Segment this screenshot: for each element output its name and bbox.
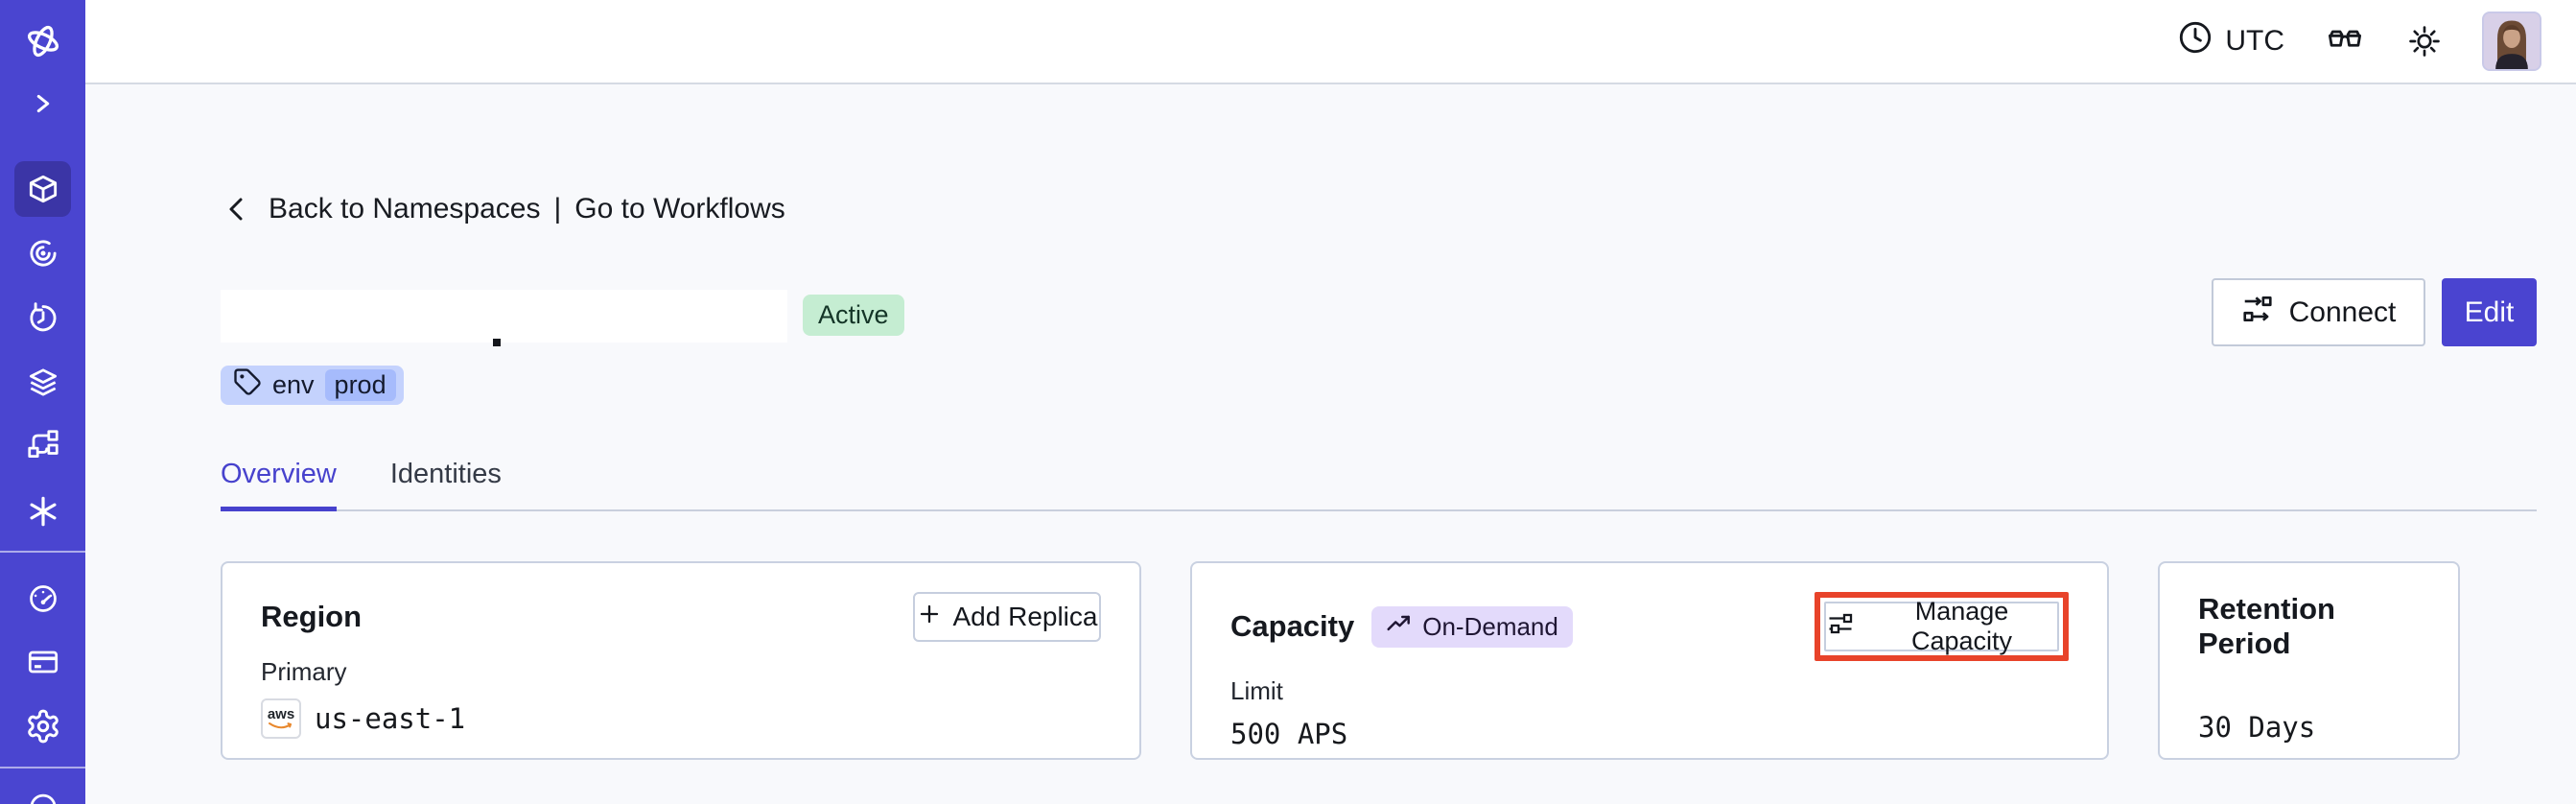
tabs: Overview Identities <box>221 459 2537 511</box>
namespace-name-redacted <box>221 290 787 346</box>
tag-icon <box>233 367 262 403</box>
top-bar: UTC <box>85 0 2576 84</box>
retention-card: Retention Period 30 Days <box>2158 561 2460 760</box>
sidebar <box>0 0 85 804</box>
capacity-card: Capacity On-Demand <box>1190 561 2109 760</box>
aws-provider-icon: aws <box>261 698 301 739</box>
breadcrumb-separator: | <box>553 193 562 225</box>
sidebar-item-namespaces[interactable] <box>14 161 71 217</box>
sidebar-item-workflows[interactable] <box>14 225 71 281</box>
capacity-field-label: Limit <box>1230 676 1283 705</box>
edit-button-label: Edit <box>2464 296 2515 328</box>
sidebar-item-support[interactable] <box>14 775 71 804</box>
on-demand-badge: On-Demand <box>1371 605 1573 648</box>
capacity-value: 500 APS <box>1230 718 1348 750</box>
connect-button[interactable]: Connect <box>2212 278 2425 346</box>
chevron-left-icon[interactable] <box>221 192 255 226</box>
region-card-title: Region <box>261 600 363 633</box>
manage-capacity-button[interactable]: Manage Capacity <box>1824 597 2059 655</box>
tags-row: env prod <box>221 366 2537 405</box>
add-replica-button[interactable]: Add Replica <box>913 592 1101 642</box>
region-value: us-east-1 <box>315 702 466 735</box>
sidebar-item-billing[interactable] <box>14 634 71 690</box>
sidebar-item-settings[interactable] <box>14 698 71 754</box>
sidebar-divider <box>0 767 85 769</box>
overview-cards: Region Add Replica Primary aws <box>221 561 2537 760</box>
sidebar-expand-button[interactable] <box>14 76 71 131</box>
temporal-logo-icon[interactable] <box>14 13 71 69</box>
retention-value: 30 Days <box>2198 711 2316 744</box>
redaction-artifact <box>493 339 501 346</box>
on-demand-label: On-Demand <box>1422 611 1558 641</box>
tag-key: env <box>272 370 315 399</box>
add-replica-label: Add Replica <box>952 602 1098 631</box>
manage-capacity-label: Manage Capacity <box>1910 597 2013 655</box>
retention-card-title: Retention Period <box>2198 592 2335 660</box>
status-badge: Active <box>803 295 904 336</box>
env-tag[interactable]: env prod <box>221 366 404 405</box>
main-area: UTC <box>85 0 2576 804</box>
action-highlight-box: Manage Capacity <box>1815 592 2069 661</box>
capacity-card-title: Capacity <box>1230 609 1355 643</box>
timezone-label: UTC <box>2225 25 2284 57</box>
connect-button-label: Connect <box>2288 296 2397 328</box>
clock-icon <box>2177 19 2213 63</box>
sliders-icon <box>1826 609 1855 645</box>
breadcrumb-workflows-link[interactable]: Go to Workflows <box>574 193 785 225</box>
trending-up-icon <box>1386 612 1413 642</box>
namespace-header: Active Connect <box>221 278 2537 346</box>
tag-value-chip: prod <box>324 369 396 401</box>
sidebar-divider <box>0 551 85 553</box>
region-card: Region Add Replica Primary aws <box>221 561 1141 760</box>
sidebar-item-batch-operations[interactable] <box>14 417 71 473</box>
timezone-selector[interactable]: UTC <box>2177 19 2284 63</box>
breadcrumb: Back to Namespaces | Go to Workflows <box>221 192 2537 226</box>
aws-label: aws <box>267 706 295 722</box>
connect-icon <box>2241 293 2274 333</box>
sidebar-item-usage[interactable] <box>14 571 71 627</box>
edit-button[interactable]: Edit <box>2442 278 2537 346</box>
user-avatar[interactable] <box>2482 12 2541 71</box>
page-content: Back to Namespaces | Go to Workflows Act… <box>85 84 2576 804</box>
sidebar-item-nexus[interactable] <box>14 484 71 539</box>
sidebar-item-deployments[interactable] <box>14 355 71 411</box>
breadcrumb-back-link[interactable]: Back to Namespaces <box>269 193 541 225</box>
region-field-label: Primary <box>261 657 347 686</box>
plus-icon <box>917 602 942 633</box>
tab-overview[interactable]: Overview <box>221 459 337 511</box>
sidebar-item-schedules[interactable] <box>14 291 71 346</box>
theme-toggle-sun-icon[interactable] <box>2405 22 2444 60</box>
tab-identities[interactable]: Identities <box>389 459 502 489</box>
glasses-icon[interactable] <box>2323 25 2367 58</box>
